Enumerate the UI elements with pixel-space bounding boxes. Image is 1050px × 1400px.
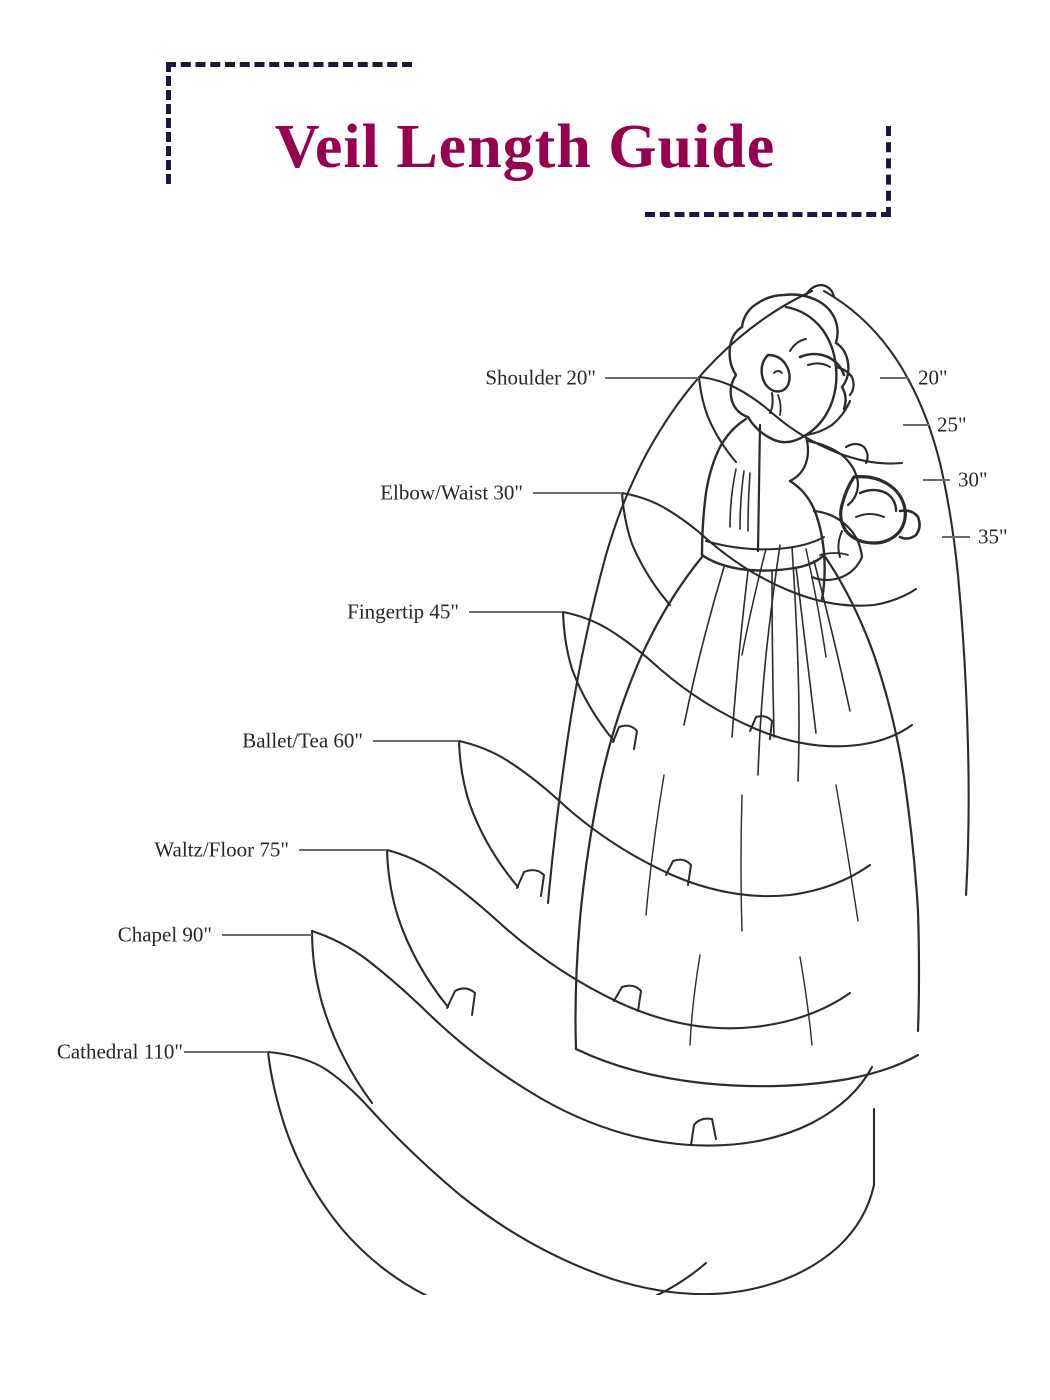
callout-tier-25: 25" [937,412,967,437]
callout-shoulder-label: Shoulder 20" [485,365,596,390]
callout-tier-20: 20" [918,365,948,390]
callout-cathedral-label: Cathedral 110" [56,1039,183,1064]
leader-line-tier-30 [923,479,950,481]
callout-chapel-label: Chapel 90" [117,922,212,947]
callout-tier-20-label: 20" [918,365,948,390]
callout-elbow-waist: Elbow/Waist 30" [0,480,523,505]
fingertip-veil-layer [561,610,914,750]
leader-line-fingertip [469,611,563,613]
leader-line-tier-35 [942,536,970,538]
callout-waltz-floor-label: Waltz/Floor 75" [154,837,289,862]
title-block: Veil Length Guide [0,40,1050,240]
head-and-hair [746,305,855,483]
page-title: Veil Length Guide [274,113,776,181]
leader-line-chapel [222,934,312,936]
leader-line-cathedral [184,1051,268,1053]
leader-line-tier-25 [903,424,929,426]
leader-line-tier-20 [880,377,908,379]
callout-cathedral: Cathedral 110" [0,1039,183,1064]
elbow-waist-veil-layer [620,491,918,607]
leader-line-ballet-tea [373,740,459,742]
gown-skirt [574,553,921,1088]
ballet-tea-veil-layer [457,739,872,898]
frame-dash-top [166,62,412,67]
frame-dash-right [886,126,891,217]
callout-chapel: Chapel 90" [0,922,212,947]
callout-tier-30: 30" [958,467,988,492]
callout-waltz-floor: Waltz/Floor 75" [0,837,289,862]
callout-tier-30-label: 30" [958,467,988,492]
callout-tier-35: 35" [978,524,1008,549]
callout-elbow-waist-label: Elbow/Waist 30" [380,480,523,505]
callout-fingertip-label: Fingertip 45" [347,599,459,624]
veil-crown-headpiece [728,293,850,419]
frame-dash-bottom [645,212,891,217]
veil-center-folds [741,544,827,782]
veil-outer-drape [546,283,970,905]
arm-and-bouquet [806,439,921,582]
frame-dash-left [166,62,171,184]
callout-ballet-tea: Ballet/Tea 60" [0,728,363,753]
callout-ballet-tea-label: Ballet/Tea 60" [242,728,363,753]
bodice-and-torso [700,417,826,601]
callout-shoulder: Shoulder 20" [0,365,596,390]
bride-illustration [0,255,1050,1295]
leader-line-waltz-floor [299,849,387,851]
callout-tier-35-label: 35" [978,524,1008,549]
callout-tier-25-label: 25" [937,412,967,437]
waltz-floor-veil-layer [385,848,852,1030]
leader-line-shoulder [605,377,699,379]
cathedral-train-layer [266,1050,876,1295]
callout-fingertip: Fingertip 45" [0,599,459,624]
shoulder-veil-layer [697,375,904,465]
chapel-veil-layer [310,929,874,1147]
leader-line-elbow-waist [533,492,622,494]
